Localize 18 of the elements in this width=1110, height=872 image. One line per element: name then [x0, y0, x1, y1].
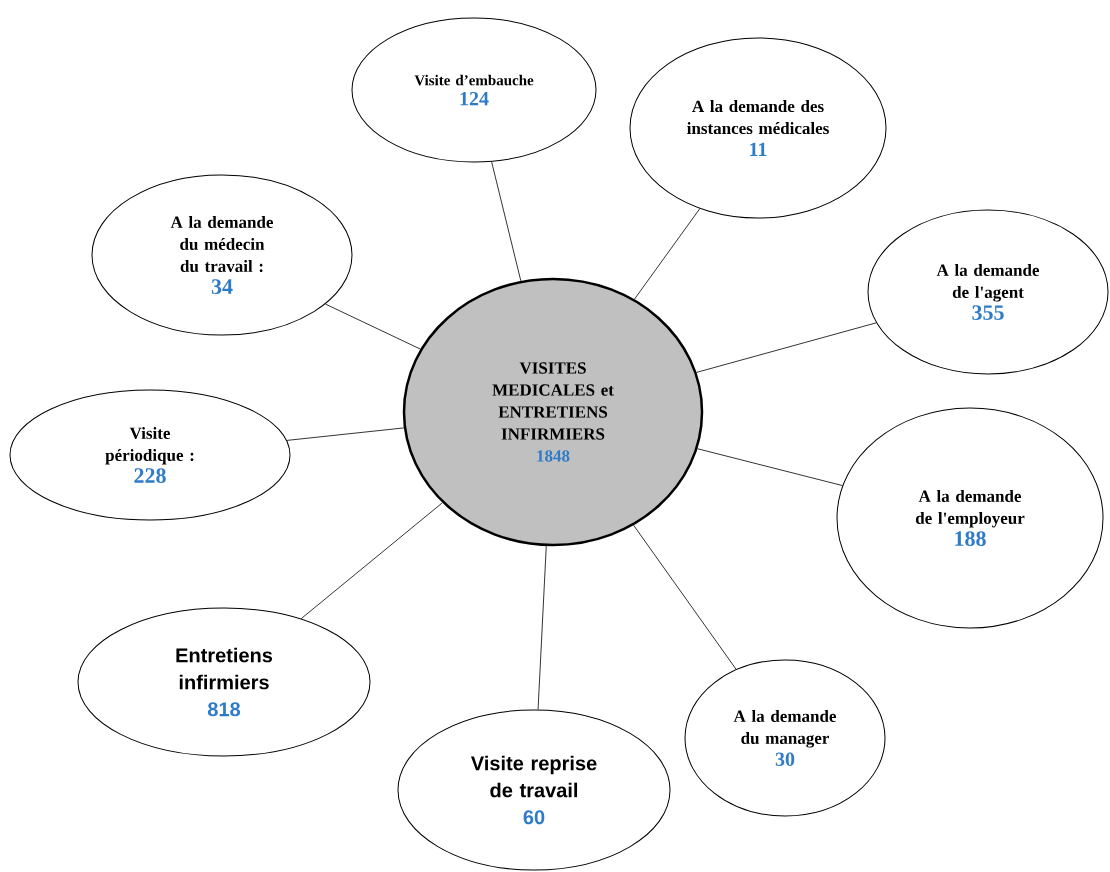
ellipse-node: A la demande de l'agent 355	[867, 209, 1109, 375]
connector-line	[697, 448, 843, 486]
ellipse-node: A la demande du manager 30	[684, 659, 886, 817]
ellipse-node: A la demande des instances médicales 11	[629, 37, 887, 219]
connector-line	[325, 303, 421, 350]
connector-line	[634, 208, 701, 300]
connector-line	[300, 502, 443, 620]
connector-line	[633, 524, 737, 670]
ellipse-node: Visite reprise de travail 60	[397, 709, 671, 871]
ellipse-node: Visite périodique : 228	[9, 389, 291, 521]
ellipse-node: Entretiens infirmiers 818	[77, 607, 371, 757]
ellipse-node: Visite d’embauche 124	[351, 17, 597, 163]
ellipse-node: A la demande de l'employeur 188	[836, 407, 1104, 629]
connector-line	[286, 427, 405, 441]
connector-line	[537, 545, 547, 710]
connector-line	[696, 322, 877, 373]
connector-line	[491, 161, 522, 282]
ellipse-node: A la demande du médecin du travail : 34	[91, 174, 353, 336]
